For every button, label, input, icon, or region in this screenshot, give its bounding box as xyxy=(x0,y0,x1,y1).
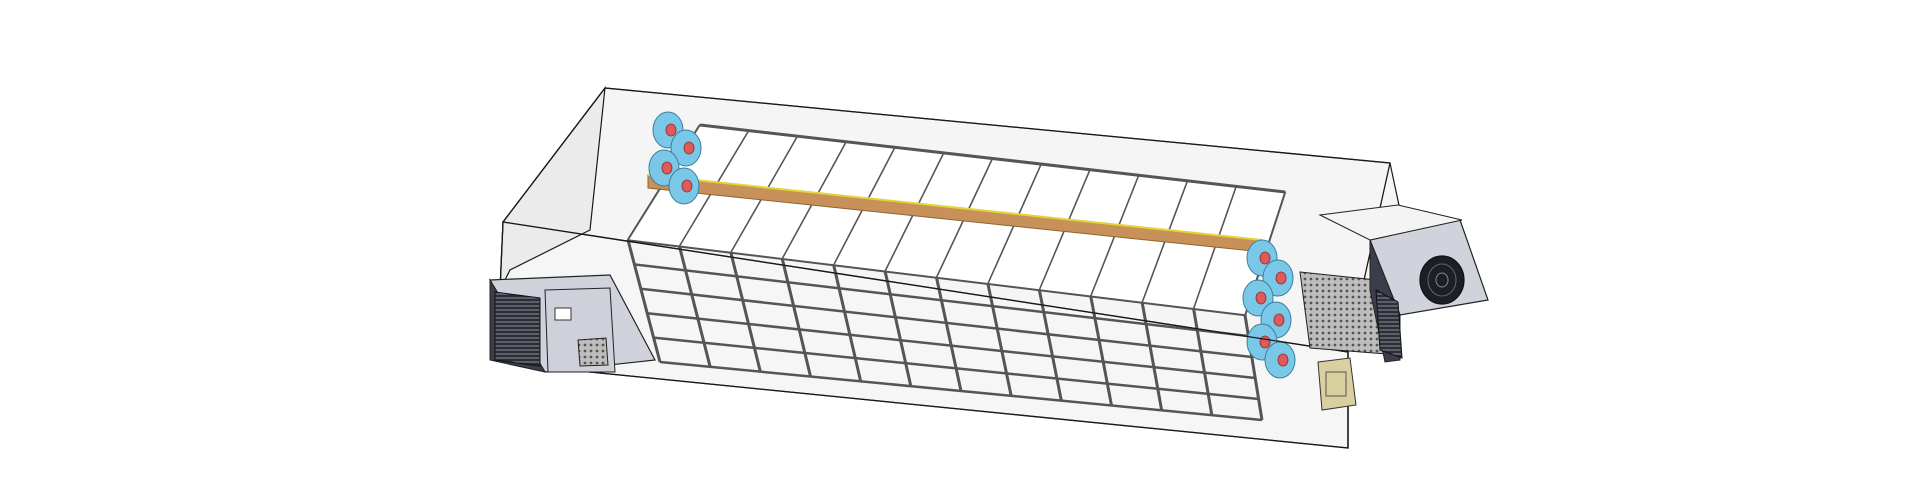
fan-bank-right xyxy=(1242,239,1296,379)
enclosure-edge xyxy=(502,221,1349,353)
enclosure-edges xyxy=(499,87,1391,449)
small-access-unit xyxy=(1317,357,1357,411)
fan-hub xyxy=(665,123,677,137)
control-panel-icon xyxy=(554,307,572,321)
condenser-unit xyxy=(1299,204,1489,363)
rack-post xyxy=(935,277,963,392)
fan-hub xyxy=(683,141,695,155)
fan-hub xyxy=(681,179,693,193)
rack-post xyxy=(729,252,762,373)
rack-shelf-rail xyxy=(647,311,1256,380)
rack-post xyxy=(1037,289,1063,401)
rack-post xyxy=(1192,308,1214,416)
rack-post xyxy=(677,245,712,368)
rack-back-rail xyxy=(699,123,1286,194)
grille-icon xyxy=(577,337,609,367)
rack-post xyxy=(780,258,812,377)
rack-shelf-rail xyxy=(653,336,1259,401)
rack-shelf-rail xyxy=(659,360,1263,422)
fan-hub xyxy=(661,161,673,175)
rack-post xyxy=(986,283,1013,397)
fan-hub xyxy=(1275,271,1287,285)
rack-post xyxy=(883,270,913,387)
rack-post xyxy=(1089,295,1113,406)
fan-hub xyxy=(1255,291,1267,305)
condenser-fan-hub xyxy=(1435,272,1449,288)
rack-shelf-rail xyxy=(634,263,1249,338)
rack-post xyxy=(832,264,863,382)
control-unit xyxy=(488,274,656,373)
access-door xyxy=(1325,371,1347,397)
fan-hub xyxy=(1273,313,1285,327)
condenser-fan-ring xyxy=(1427,263,1457,297)
vent-grille xyxy=(1375,289,1403,359)
duct-edge xyxy=(647,174,1263,241)
rack-shelf-rail xyxy=(640,287,1252,359)
rack-post xyxy=(626,239,662,363)
fan-hub xyxy=(1277,353,1289,367)
condenser-fan-icon xyxy=(1419,255,1465,305)
rack-post xyxy=(1243,314,1264,421)
box-icon xyxy=(1317,357,1357,411)
fan-hub xyxy=(1259,251,1271,265)
fan-bank-left xyxy=(648,111,702,205)
condenser-top xyxy=(1318,204,1463,241)
vent-grille xyxy=(494,291,541,367)
fan-hub xyxy=(1259,335,1271,349)
